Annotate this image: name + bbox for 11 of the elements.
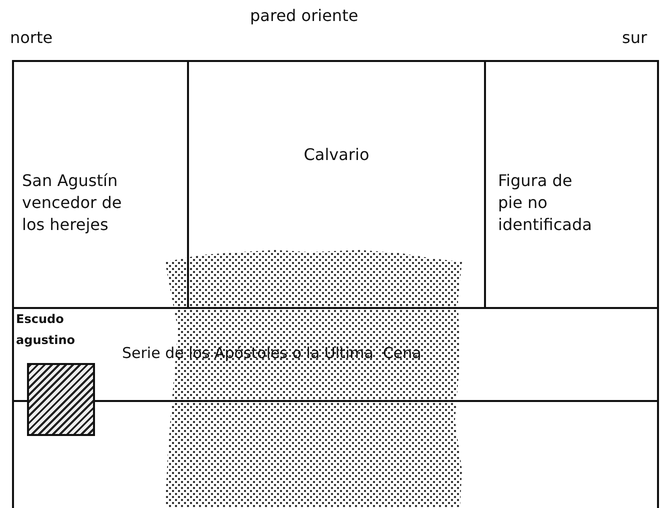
shield-label: Escudo agustino	[16, 311, 76, 349]
orientation-label: norte	[10, 28, 53, 47]
mural-panel	[484, 60, 659, 309]
hatched-shield-box	[27, 363, 95, 436]
panel-title: Calvario	[302, 144, 370, 166]
panel-title: San Agustín vencedor de los herejes	[22, 170, 123, 236]
empty-panel	[12, 400, 659, 508]
orientation-label: pared oriente	[250, 6, 358, 25]
orientation-label: sur	[622, 28, 648, 47]
mural-panel	[12, 60, 189, 309]
panel-title: Figura de pie no identificada	[498, 170, 593, 236]
